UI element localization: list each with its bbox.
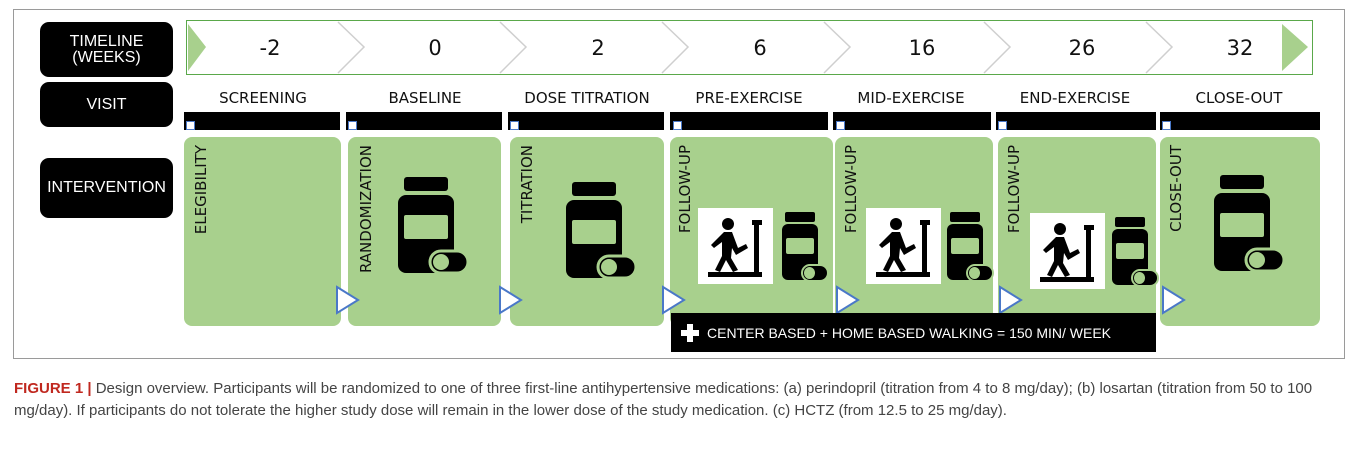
medication-bottle-pill-icon xyxy=(1214,175,1286,273)
visit-name: PRE-EXERCISE xyxy=(695,89,803,107)
treadmill-walking-icon xyxy=(1030,213,1105,289)
timeline-chevrons xyxy=(188,21,1308,74)
visit-bar xyxy=(184,112,340,130)
visit-bar xyxy=(833,112,991,130)
chevron-divider-icon xyxy=(983,21,1012,74)
walking-program-text: CENTER BASED + HOME BASED WALKING = 150 … xyxy=(707,324,1112,341)
visit-marker-icon xyxy=(673,121,682,130)
medication-bottle-pill-icon xyxy=(947,212,994,282)
caption-text: Design overview. Participants will be ra… xyxy=(14,380,1313,419)
week-value: 32 xyxy=(1226,35,1254,60)
chevron-divider-icon xyxy=(823,21,852,74)
visit-marker-icon xyxy=(510,121,519,130)
visit-marker-icon xyxy=(348,121,357,130)
visit-bar xyxy=(508,112,664,130)
visit-marker-icon xyxy=(186,121,195,130)
visit-bar xyxy=(996,112,1156,130)
visit-bar xyxy=(346,112,502,130)
visit-row-label: VISIT xyxy=(40,82,173,127)
visit-bar xyxy=(670,112,828,130)
intervention-label: FOLLOW-UP xyxy=(1005,145,1023,234)
intervention-label: TITRATION xyxy=(518,145,536,224)
right-arrowhead-icon xyxy=(336,285,360,315)
week-value: -2 xyxy=(259,35,281,60)
visit-name: END-EXERCISE xyxy=(1019,89,1131,107)
week-value: 26 xyxy=(1068,35,1096,60)
visit-marker-icon xyxy=(998,121,1007,130)
medication-bottle-pill-icon xyxy=(398,177,470,275)
right-arrowhead-icon xyxy=(499,285,523,315)
chevron-divider-icon xyxy=(661,21,690,74)
week-value: 0 xyxy=(428,35,442,60)
visit-marker-icon xyxy=(836,121,845,130)
medication-bottle-pill-icon xyxy=(566,182,638,280)
plus-icon xyxy=(681,323,699,342)
intervention-label: FOLLOW-UP xyxy=(842,145,860,234)
visit-bar xyxy=(1160,112,1320,130)
timeline-row-label: TIMELINE (WEEKS) xyxy=(40,22,173,77)
intervention-label: RANDOMIZATION xyxy=(357,145,375,274)
visit-name: BASELINE xyxy=(388,89,462,107)
figure-caption: FIGURE 1 | Design overview. Participants… xyxy=(14,378,1344,422)
right-arrowhead-icon xyxy=(662,285,686,315)
visit-name: CLOSE-OUT xyxy=(1195,89,1283,107)
intervention-label: CLOSE-OUT xyxy=(1167,145,1185,232)
visit-marker-icon xyxy=(1162,121,1171,130)
figure-frame xyxy=(13,9,1345,359)
right-arrowhead-icon xyxy=(999,285,1023,315)
treadmill-walking-icon xyxy=(866,208,941,284)
intervention-label: ELEGIBILITY xyxy=(192,145,210,235)
visit-name: SCREENING xyxy=(219,89,307,107)
intervention-box-elegibility xyxy=(184,137,341,326)
figure-label: FIGURE 1 | xyxy=(14,380,92,397)
treadmill-walking-icon xyxy=(698,208,773,284)
week-value: 6 xyxy=(753,35,767,60)
timeline-end-chevron-icon xyxy=(1282,24,1308,71)
chevron-divider-icon xyxy=(1145,21,1174,74)
visit-name: DOSE TITRATION xyxy=(524,89,650,107)
intervention-label: FOLLOW-UP xyxy=(676,145,694,234)
week-value: 16 xyxy=(908,35,936,60)
week-value: 2 xyxy=(591,35,605,60)
timeline-band xyxy=(186,20,1313,75)
chevron-divider-icon xyxy=(499,21,528,74)
chevron-divider-icon xyxy=(337,21,366,74)
right-arrowhead-icon xyxy=(1162,285,1186,315)
visit-name: MID-EXERCISE xyxy=(857,89,965,107)
right-arrowhead-icon xyxy=(836,285,860,315)
timeline-start-chevron-icon xyxy=(188,24,206,71)
medication-bottle-pill-icon xyxy=(782,212,829,282)
medication-bottle-pill-icon xyxy=(1112,217,1159,287)
intervention-row-label: INTERVENTION xyxy=(40,158,173,218)
walking-program-bar: CENTER BASED + HOME BASED WALKING = 150 … xyxy=(671,313,1156,352)
